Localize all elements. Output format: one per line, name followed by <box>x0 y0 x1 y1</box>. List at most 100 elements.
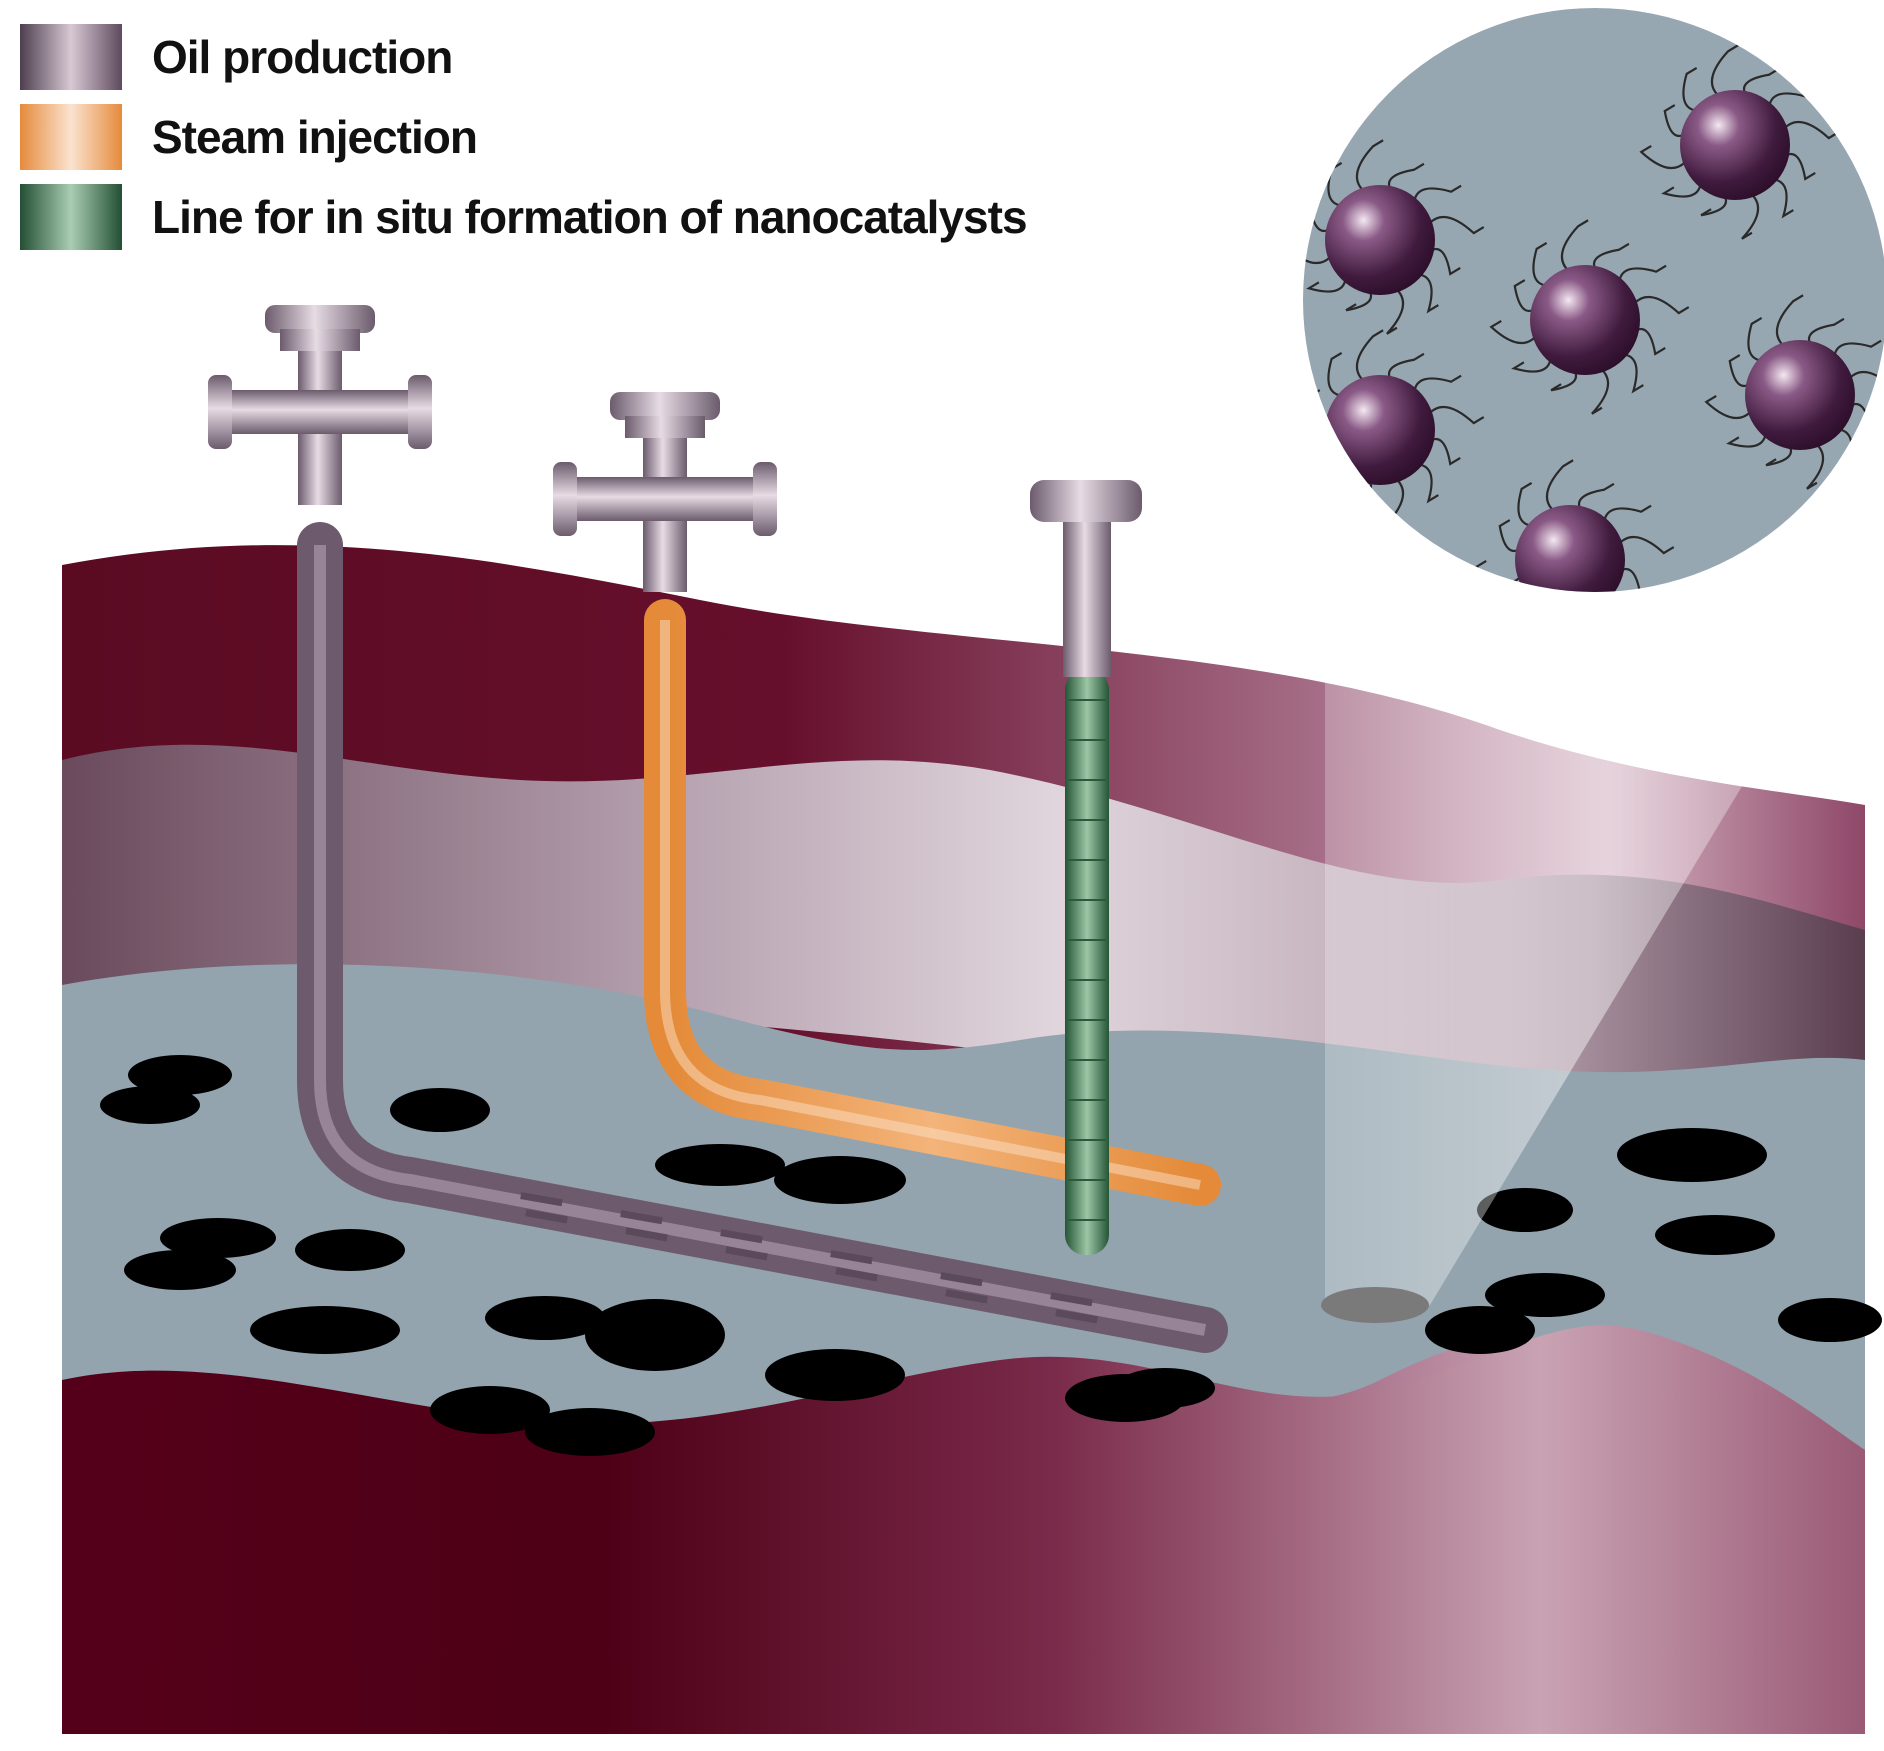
magnification-beam <box>1325 590 1860 1305</box>
wellhead-top-neck <box>280 329 360 351</box>
legend-swatch-oil-production <box>20 24 122 90</box>
ligand-chain <box>1355 329 1384 382</box>
ligand-chain <box>1833 339 1882 357</box>
nanoparticle <box>1639 44 1840 240</box>
oil-droplet <box>100 1086 200 1124</box>
ligand-chain <box>1623 353 1644 394</box>
ligand-chain <box>1532 241 1548 287</box>
legend-label-nanocatalyst-line: Line for in situ formation of nanocataly… <box>152 191 1028 243</box>
nanocatalyst-line-pipe <box>1065 670 1109 1255</box>
ligand-chain <box>1413 184 1462 202</box>
perforation-slot <box>835 1267 878 1282</box>
nanoparticle-core <box>1325 185 1435 295</box>
oil-droplet <box>1477 1188 1573 1232</box>
wellhead-top-cap <box>265 305 375 333</box>
ligand-chain <box>1741 193 1760 240</box>
legend-item-steam-injection: Steam injection <box>20 104 1120 174</box>
ligand-chain <box>1327 351 1343 397</box>
wellhead-cross-icon <box>208 305 432 505</box>
perforation-slot <box>945 1289 988 1304</box>
catalyst-wellhead-cap <box>1030 480 1142 522</box>
ligand-chain <box>1489 319 1537 345</box>
ligand-chain <box>1303 239 1332 265</box>
ligand-chain <box>1783 120 1840 140</box>
wellhead-top-cap <box>610 392 720 420</box>
oil-droplet <box>295 1229 405 1271</box>
ligand-chain <box>1806 443 1825 490</box>
nanoparticle-core <box>1530 265 1640 375</box>
ligand-chain <box>1560 219 1589 272</box>
ligand-chain <box>1418 273 1439 314</box>
perforation-slot <box>1055 1309 1098 1324</box>
ligand-chain <box>1618 535 1675 555</box>
wellhead-top-neck <box>625 416 705 438</box>
wellhead-crossbar <box>220 390 420 434</box>
legend-item-oil-production: Oil production <box>20 24 1120 94</box>
ligand-chain <box>1848 370 1884 390</box>
oil-droplet <box>160 1218 276 1258</box>
wellhead-crossbar <box>565 477 765 521</box>
ligand-chain <box>1639 144 1687 170</box>
oil-droplet <box>250 1306 400 1354</box>
oil-droplet <box>1485 1273 1605 1317</box>
perforation-slot <box>525 1209 568 1224</box>
oil-droplet <box>585 1299 725 1371</box>
oil-droplet <box>765 1349 905 1401</box>
oil-droplet <box>1115 1368 1215 1408</box>
perforation-slot <box>625 1227 668 1242</box>
ligand-chain <box>1517 481 1533 527</box>
legend-label-oil-production: Oil production <box>152 31 453 83</box>
oil-pipe-highlight <box>314 545 1207 1336</box>
perforation-slot <box>520 1192 563 1207</box>
legend-label-steam-injection: Steam injection <box>152 111 478 163</box>
ligand-chain <box>1633 295 1690 315</box>
nanoparticle <box>1303 139 1485 335</box>
ligand-chain <box>1603 504 1652 522</box>
perforation-slot <box>940 1272 983 1287</box>
perforation-slot <box>620 1210 663 1225</box>
ligand-chain <box>1682 66 1698 112</box>
wellhead-cross-icon <box>553 392 777 592</box>
ligand-chain <box>1661 183 1702 198</box>
perforation-slot <box>1050 1292 1093 1307</box>
legend-swatch-nanocatalyst-line <box>20 184 122 250</box>
ligand-chain <box>1345 480 1372 502</box>
oil-droplet <box>390 1088 490 1132</box>
oil-droplet <box>774 1156 906 1204</box>
ligand-chain <box>1710 44 1739 97</box>
perforation-slot <box>725 1246 768 1261</box>
nanoparticle-core <box>1325 375 1435 485</box>
ligand-chain <box>1775 294 1804 347</box>
nanoparticle-core <box>1745 340 1855 450</box>
catalyst-wellhead-stem <box>1063 512 1111 677</box>
ligand-chain <box>1306 278 1347 293</box>
legend-swatch-steam-injection <box>20 104 122 170</box>
wellhead-cap-icon <box>1030 480 1142 677</box>
oil-droplet <box>1425 1306 1535 1354</box>
magnification-spot <box>1321 1287 1429 1323</box>
oil-droplet <box>1617 1128 1767 1182</box>
wellhead-right-flange <box>408 375 432 449</box>
ligand-chain <box>1428 215 1485 235</box>
wellhead-left-flange <box>553 462 577 536</box>
steam-pipe-highlight <box>660 620 1201 1190</box>
wellhead-left-flange <box>208 375 232 449</box>
ligand-chain <box>1355 139 1384 192</box>
oil-droplet <box>124 1250 236 1290</box>
oil-droplet <box>485 1296 605 1340</box>
nanoparticle-core <box>1680 90 1790 200</box>
perforation-slot <box>720 1229 763 1244</box>
ligand-chain <box>1303 429 1332 455</box>
oil-droplet <box>430 1386 550 1434</box>
ligand-chain <box>1591 368 1610 415</box>
oil-droplet <box>128 1055 232 1095</box>
ligand-chain <box>1747 316 1763 362</box>
ligand-chain <box>1418 463 1439 504</box>
perforation-slot <box>830 1250 873 1265</box>
nanoparticle <box>1489 219 1690 415</box>
ligand-chain <box>1428 405 1485 425</box>
ligand-chain <box>1704 394 1752 420</box>
ligand-chain <box>1618 264 1667 282</box>
